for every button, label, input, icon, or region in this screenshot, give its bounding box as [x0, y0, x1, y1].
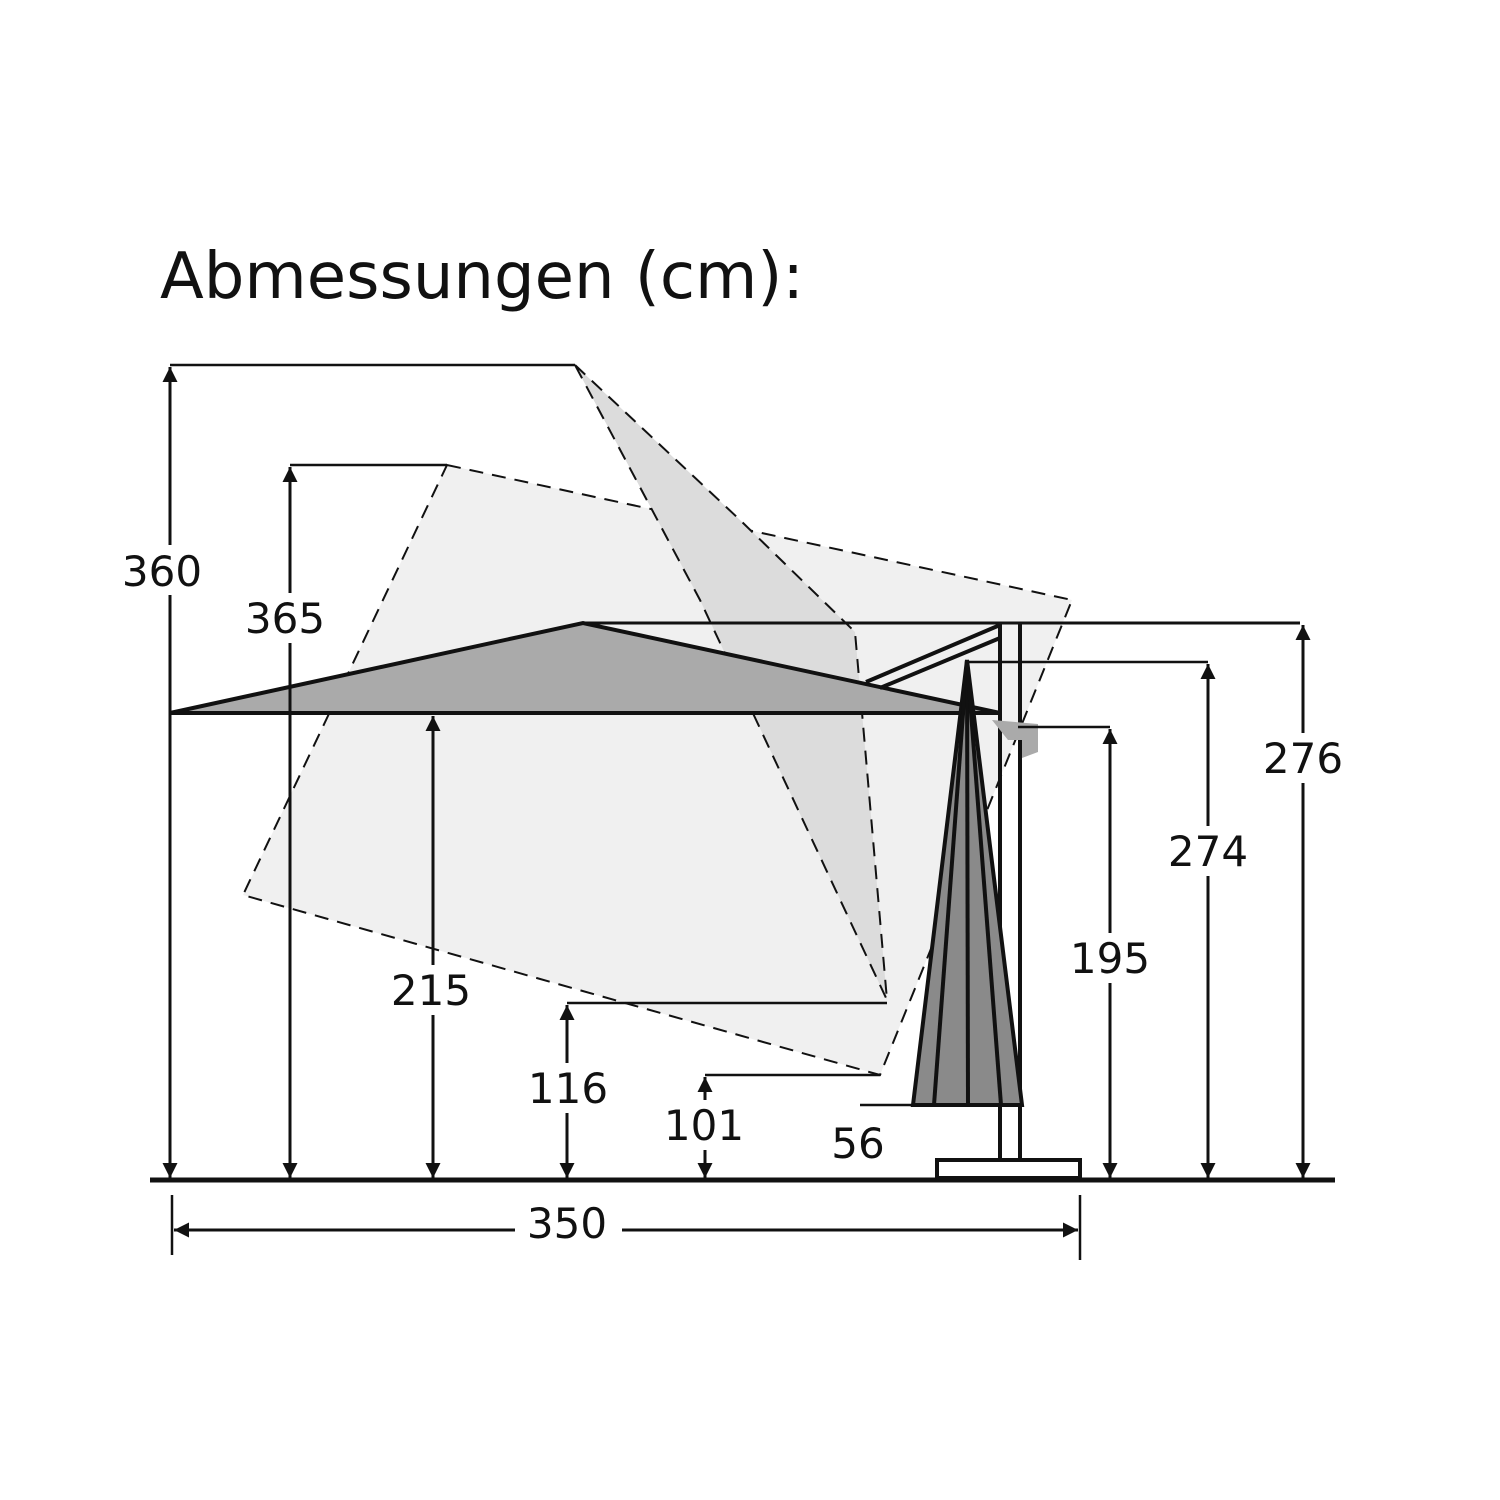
diagram-title: Abmessungen (cm):	[160, 240, 804, 314]
folded-umbrella	[910, 659, 1025, 1107]
label-195: 195	[1070, 934, 1150, 983]
label-276: 276	[1263, 734, 1343, 783]
label-350: 350	[527, 1199, 607, 1248]
canopy-horizontal	[169, 620, 1001, 715]
label-274: 274	[1168, 827, 1248, 876]
label-360: 360	[122, 547, 202, 596]
support-arm	[865, 623, 1001, 684]
label-215: 215	[391, 966, 471, 1015]
hinge-crank	[992, 720, 1038, 758]
label-116: 116	[528, 1064, 608, 1113]
label-365: 365	[245, 594, 325, 643]
label-101: 101	[664, 1101, 744, 1150]
label-56: 56	[831, 1119, 884, 1168]
umbrella-base	[935, 1158, 1082, 1180]
